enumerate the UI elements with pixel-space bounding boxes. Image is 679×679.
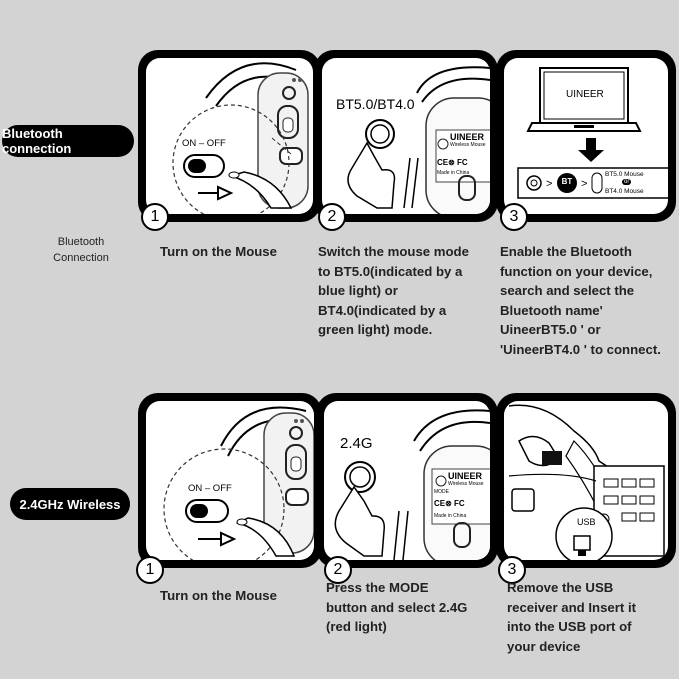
bt-step1-description: Turn on the Mouse [160, 244, 277, 259]
bt-step2-panel: BT5.0/BT4.0 UINEER Wireless Mouse CE⊗ FC… [314, 50, 498, 222]
wireless-24g-label: 2.4GHz Wireless [10, 488, 130, 520]
switch-label: ON – OFF [182, 138, 226, 149]
bt-option-2: BT4.0 Mouse [605, 188, 644, 195]
w24-step1-number: 1 [136, 556, 164, 584]
wireless-24g-text: 2.4GHz Wireless [19, 496, 121, 512]
mouse-origin-text: Made in China [437, 170, 470, 176]
mode-label-2: 2.4G [340, 435, 373, 452]
svg-text:>: > [546, 178, 552, 190]
w24-step3-panel: USB [496, 393, 676, 568]
w24-step3-illustration: USB [504, 401, 668, 560]
w24-step2-description: Press the MODE button and select 2.4G (r… [326, 580, 468, 634]
mouse-mode-text-2: MODE [434, 489, 449, 495]
w24-step3-number: 3 [498, 556, 526, 584]
bt-step1-number: 1 [141, 203, 169, 231]
bluetooth-connection-label: Bluetooth connection [2, 125, 134, 157]
w24-step1-illustration: ON – OFF [146, 401, 314, 560]
w24-step2-number: 2 [324, 556, 352, 584]
switch-label-2: ON – OFF [188, 483, 232, 494]
bluetooth-connection-text: Bluetooth connection [2, 126, 72, 156]
bt-step3-number: 3 [500, 203, 528, 231]
w24-step3-description: Remove the USB receiver and Insert it in… [507, 580, 637, 654]
mouse-brand-text: UINEER [450, 132, 485, 142]
mode-button-illustration-2 [334, 409, 490, 560]
mouse-cert-text: CE⊗ FC [437, 158, 468, 167]
w24-step1-description: Turn on the Mouse [160, 588, 277, 603]
bt-option-1: BT5.0 Mouse [605, 171, 644, 178]
w24-step1-panel: ON – OFF [138, 393, 322, 568]
bt-step2-description: Switch the mouse mode to BT5.0(indicated… [318, 244, 469, 337]
mouse-cert-text-2: CE⊗ FC [434, 499, 465, 508]
bt-step3-description: Enable the Bluetooth function on your de… [500, 244, 661, 357]
bt-step3-illustration: > > UINEER BT BT5.0 Mouse or BT4.0 Mouse [504, 58, 668, 214]
mode-button-illustration [347, 66, 490, 214]
laptop-bt-illustration: > > [517, 67, 668, 199]
svg-text:>: > [581, 178, 587, 190]
mouse-origin-text-2: Made in China [434, 513, 467, 519]
bt-step2-illustration: BT5.0/BT4.0 UINEER Wireless Mouse CE⊗ FC… [322, 58, 490, 214]
mouse-model-text-2: Wireless Mouse [448, 481, 484, 487]
bt-option-or: or [622, 179, 632, 185]
w24-step2-panel: 2.4G UINEER Wireless Mouse MODE CE⊗ FC M… [316, 393, 498, 568]
usb-insert-illustration [508, 404, 665, 560]
bluetooth-side-caption: Bluetooth Connection [53, 236, 109, 264]
laptop-screen-text: UINEER [566, 89, 604, 100]
mouse-switch-illustration [172, 62, 309, 214]
bt-step3-panel: > > UINEER BT BT5.0 Mouse or BT4.0 Mouse [496, 50, 676, 222]
w24-step2-illustration: 2.4G UINEER Wireless Mouse MODE CE⊗ FC M… [324, 401, 490, 560]
mouse-model-text: Wireless Mouse [450, 142, 486, 148]
bt-step1-illustration: ON – OFF [146, 58, 313, 214]
bt-step1-panel: ON – OFF [138, 50, 321, 222]
mode-label: BT5.0/BT4.0 [336, 96, 415, 112]
mouse-brand-text-2: UINEER [448, 471, 483, 481]
bt-badge: BT [561, 177, 573, 186]
mouse-switch-illustration-2 [163, 406, 314, 560]
usb-label: USB [577, 517, 596, 527]
bt-step2-number: 2 [318, 203, 346, 231]
